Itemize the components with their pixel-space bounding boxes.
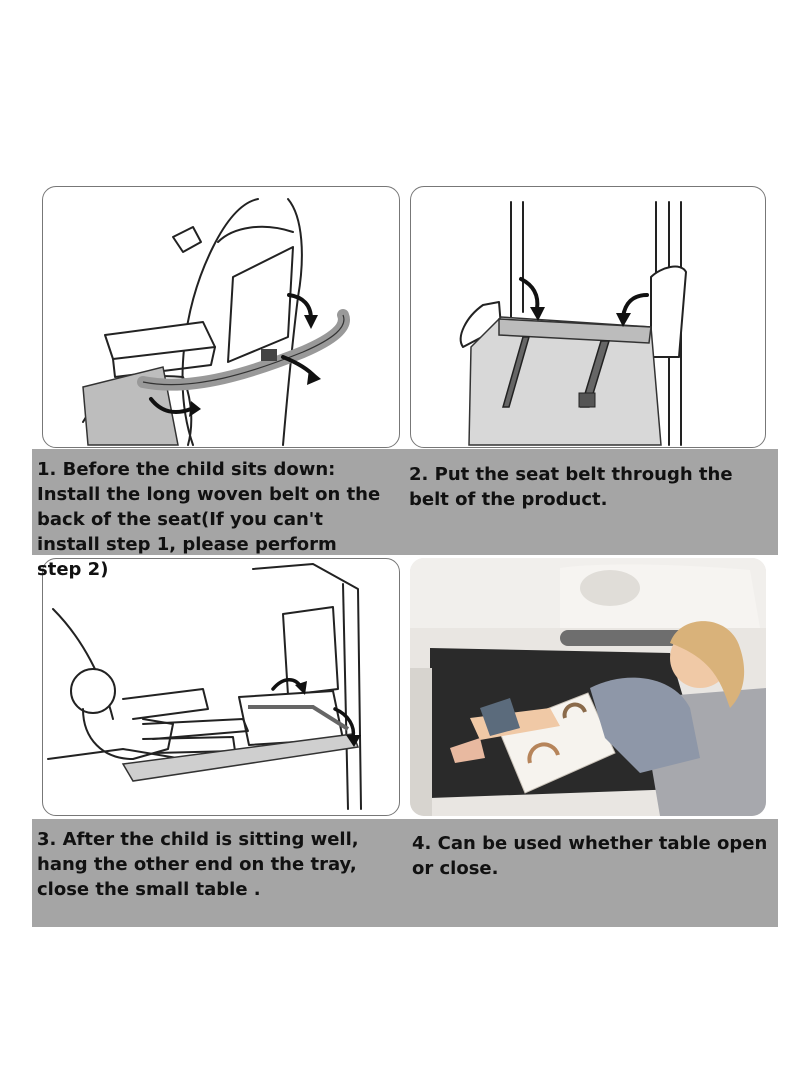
step2-caption: 2. Put the seat belt through the belt of…	[409, 464, 733, 510]
caption-band-bottom	[32, 819, 778, 927]
caption-band-top	[32, 449, 778, 555]
step2-illustration	[410, 186, 766, 448]
step3-caption: 3. After the child is sitting well, hang…	[37, 829, 359, 900]
step1-illustration	[42, 186, 400, 448]
step4-photo	[410, 558, 766, 816]
step4-caption: 4. Can be used whether table open or clo…	[412, 833, 768, 879]
step3-illustration	[42, 558, 400, 816]
step1-caption: 1. Before the child sits down: Install t…	[37, 459, 381, 580]
